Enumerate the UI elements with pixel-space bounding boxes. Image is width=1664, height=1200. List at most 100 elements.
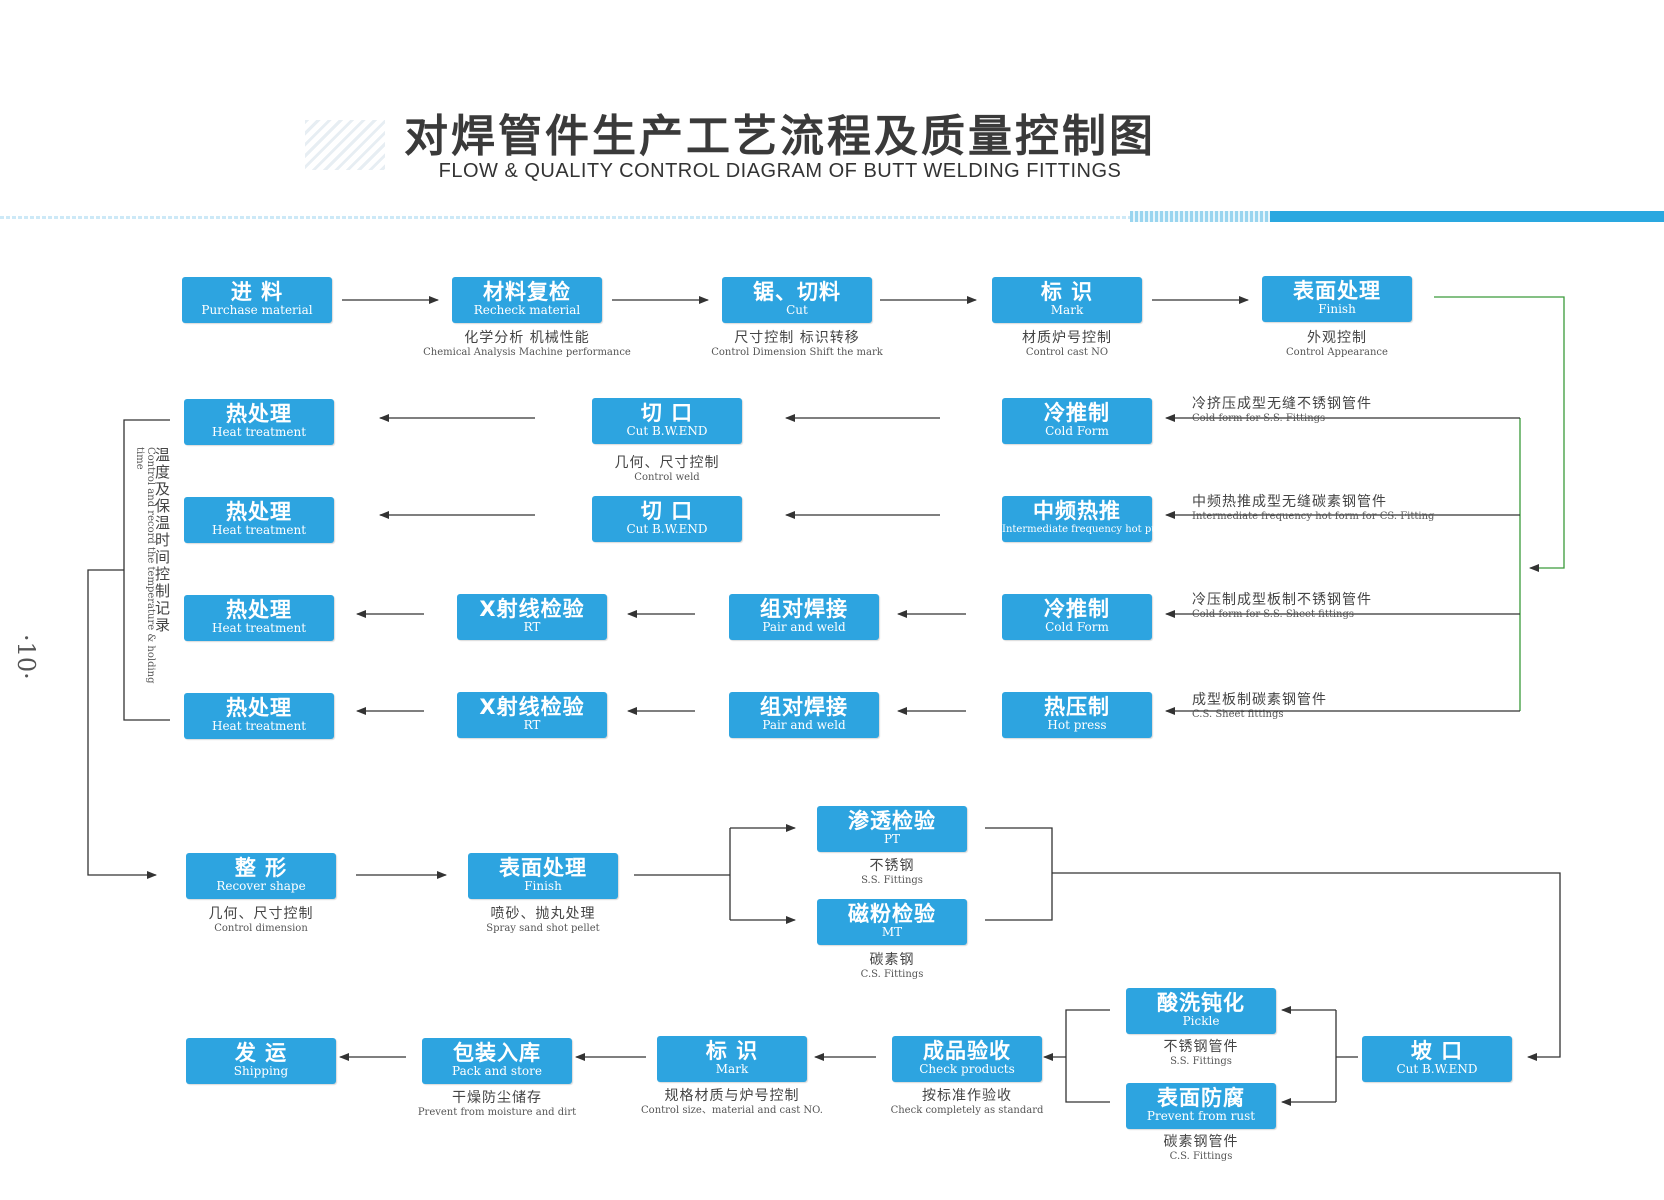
node-check-products: 成品验收 Check products [892,1036,1042,1082]
node-label-cn: 组对焊接 [760,695,848,719]
node-label-en: Recover shape [216,879,306,893]
node-label-en: Prevent from rust [1146,1109,1256,1123]
node-label-cn: 材料复检 [483,280,571,304]
node-label-cn: X射线检验 [479,597,585,621]
node-label-cn: 表面处理 [499,856,587,880]
note-cn: 材质炉号控制 [1022,330,1112,346]
node-cold-form-2: 冷推制 Cold Form [1002,594,1152,640]
node-label-en: Heat treatment [211,523,307,537]
node-label-en: Finish [524,879,562,893]
node-heat-treatment-1: 热处理 Heat treatment [184,399,334,445]
node-label-en: Cut B.W.END [1396,1062,1478,1076]
node-mark-2: 标 识 Mark [657,1036,807,1082]
node-heat-treatment-3: 热处理 Heat treatment [184,595,334,641]
node-finish-1: 表面处理 Finish [1262,276,1412,322]
node-pack-and-store: 包装入库 Pack and store [422,1038,572,1084]
node-bevel: 坡 口 Cut B.W.END [1362,1036,1512,1082]
node-label-en: MT [881,925,903,939]
note-mark-2: 规格材质与炉号控制 Control size、material and cast… [627,1088,837,1117]
note-en: Prevent from moisture and dirt [417,1107,577,1118]
node-label-en: Pair and weld [762,620,846,634]
node-label-cn: 热处理 [226,402,292,426]
node-label-en: Mark [1050,303,1084,317]
note-en: Control Dimension Shift the mark [711,347,883,358]
node-intermediate-frequency-hot-push: 中频热推 Intermediate frequency hot push [1002,496,1170,542]
node-label-en: Cut B.W.END [626,424,708,438]
node-label-cn: 标 识 [705,1039,759,1063]
node-label-cn: 热处理 [226,598,292,622]
node-label-cn: 热处理 [226,696,292,720]
note-mark-1: 材质炉号控制 Control cast NO [992,330,1142,359]
note-penetrant-test: 不锈钢 S.S. Fittings [817,858,967,887]
node-label-en: RT [523,620,541,634]
note-en: Spray sand shot pellet [486,923,600,934]
node-heat-treatment-2: 热处理 Heat treatment [184,497,334,543]
node-heat-treatment-4: 热处理 Heat treatment [184,693,334,739]
note-check-products: 按标准作验收 Check completely as standard [867,1088,1067,1117]
node-label-cn: 坡 口 [1410,1039,1464,1063]
arrow-finish-to-branch [1434,296,1565,572]
heat-treatment-side-note: 温度及保温时间控制记录 Control and record the tempe… [130,447,174,697]
node-label-cn: 冷推制 [1044,597,1110,621]
note-en: S.S. Fittings [861,875,923,886]
node-label-cn: 渗透检验 [848,809,936,833]
node-label-en: Recheck material [473,303,581,317]
node-purchase-material: 进 料 Purchase material [182,277,332,323]
node-label-en: Mark [715,1062,749,1076]
note-en: C.S. Fittings [860,969,924,980]
node-label-en: Pack and store [452,1064,542,1078]
node-label-en: Shipping [233,1064,289,1078]
note-en: Control size、material and cast NO. [641,1105,823,1116]
node-xray-2: X射线检验 RT [457,692,607,738]
node-label-en: Pickle [1182,1014,1220,1028]
note-cn: 外观控制 [1307,330,1367,346]
node-pair-and-weld-2: 组对焊接 Pair and weld [729,692,879,738]
node-label-cn: 锯、切料 [753,280,841,304]
node-xray-1: X射线检验 RT [457,594,607,640]
node-label-cn: 酸洗钝化 [1157,991,1245,1015]
node-label-cn: 整 形 [234,856,288,880]
note-cn: 规格材质与炉号控制 [664,1088,800,1104]
branch-label-cn: 成型板制碳素钢管件 [1192,692,1327,708]
node-label-cn: 包装入库 [453,1041,541,1065]
page-title: 对焊管件生产工艺流程及质量控制图 [404,111,1156,162]
node-label-en: Intermediate frequency hot push [1002,524,1170,535]
node-label-en: Cut B.W.END [626,522,708,536]
node-pair-and-weld-1: 组对焊接 Pair and weld [729,594,879,640]
note-en: Check completely as standard [890,1105,1044,1116]
arrow-bracket-reshape [87,569,157,879]
node-hot-press: 热压制 Hot press [1002,692,1152,738]
node-label-en: Cut [786,303,808,317]
page-subtitle: FLOW & QUALITY CONTROL DIAGRAM OF BUTT W… [438,160,1122,182]
node-shipping: 发 运 Shipping [186,1038,336,1084]
header-rule-light [0,216,1130,219]
note-en: C.S. Fittings [1169,1151,1233,1162]
branch-label-cold-sheet-ss: 冷压制成型板制不锈钢管件 Cold form for S.S. Sheet fi… [1192,592,1372,621]
branch-label-cold-seamless-ss: 冷挤压成型无缝不锈钢管件 Cold form for S.S. Fittings [1192,396,1372,425]
node-label-cn: 发 运 [234,1041,288,1065]
node-prevent-rust: 表面防腐 Prevent from rust [1126,1083,1276,1129]
side-note-en: Control and record the temperature & hol… [134,447,156,684]
note-cn: 化学分析 机械性能 [464,330,590,346]
node-label-cn: 进 料 [230,280,284,304]
node-label-cn: 切 口 [640,499,694,523]
note-prevent-rust: 碳素钢管件 C.S. Fittings [1126,1134,1276,1163]
node-label-cn: 表面防腐 [1157,1086,1245,1110]
note-recover-shape: 几何、尺寸控制 Control dimension [186,906,336,935]
note-en: Control weld [634,472,700,483]
node-label-en: Heat treatment [211,719,307,733]
note-en: Chemical Analysis Machine performance [423,347,631,358]
node-label-en: Pair and weld [762,718,846,732]
note-cn: 不锈钢 [869,858,915,874]
node-magnetic-test: 磁粉检验 MT [817,899,967,945]
node-mark-1: 标 识 Mark [992,277,1142,323]
node-recover-shape: 整 形 Recover shape [186,853,336,899]
arrow-to-bevel [1052,872,1561,1061]
node-pickle: 酸洗钝化 Pickle [1126,988,1276,1034]
node-recheck-material: 材料复检 Recheck material [452,277,602,323]
title-hatch-decoration [305,120,385,170]
node-label-cn: 冷推制 [1044,401,1110,425]
branch-label-en: Cold form for S.S. Sheet fittings [1192,609,1355,620]
branch-label-hot-seamless-cs: 中频热推成型无缝碳素钢管件 Intermediate frequency hot… [1192,494,1434,523]
note-en: Control dimension [214,923,308,934]
